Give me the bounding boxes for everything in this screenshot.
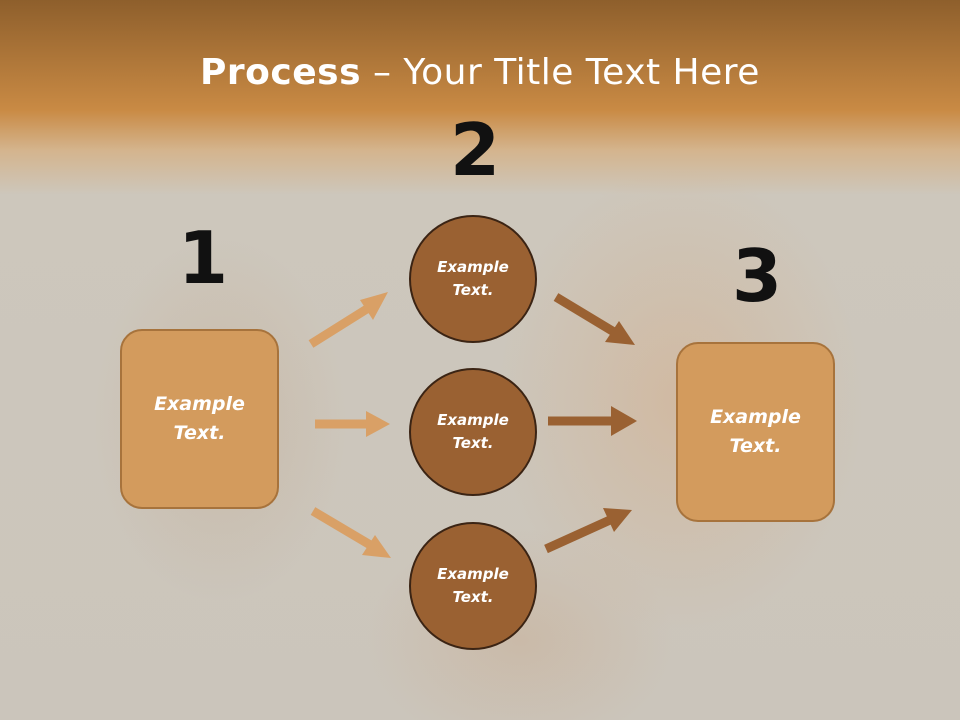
arrow-top-to-right <box>553 293 635 345</box>
circle-bottom: Example Text. <box>409 522 537 650</box>
step-number-2: 2 <box>450 108 501 192</box>
title-bold: Process <box>200 52 362 93</box>
arrow-bottom-to-right <box>544 508 632 554</box>
circle-bottom-label: Example Text. <box>437 565 509 606</box>
title-rest: – Your Title Text Here <box>361 52 760 93</box>
arrow-left-to-middle <box>315 411 390 437</box>
arrow-left-to-top <box>308 292 388 348</box>
circle-middle: Example Text. <box>409 368 537 496</box>
right-box-label: Example Text. <box>710 406 801 457</box>
right-box: Example Text. <box>676 342 835 522</box>
circle-top-label: Example Text. <box>437 258 509 299</box>
circle-middle-label: Example Text. <box>437 411 509 452</box>
slide-title: Process – Your Title Text Here <box>0 52 960 93</box>
step-number-3: 3 <box>732 234 783 318</box>
arrow-middle-to-right <box>548 406 637 436</box>
arrow-left-to-bottom <box>310 507 391 558</box>
circle-top: Example Text. <box>409 215 537 343</box>
left-box: Example Text. <box>120 329 279 509</box>
step-number-1: 1 <box>178 216 229 300</box>
left-box-label: Example Text. <box>154 393 245 444</box>
